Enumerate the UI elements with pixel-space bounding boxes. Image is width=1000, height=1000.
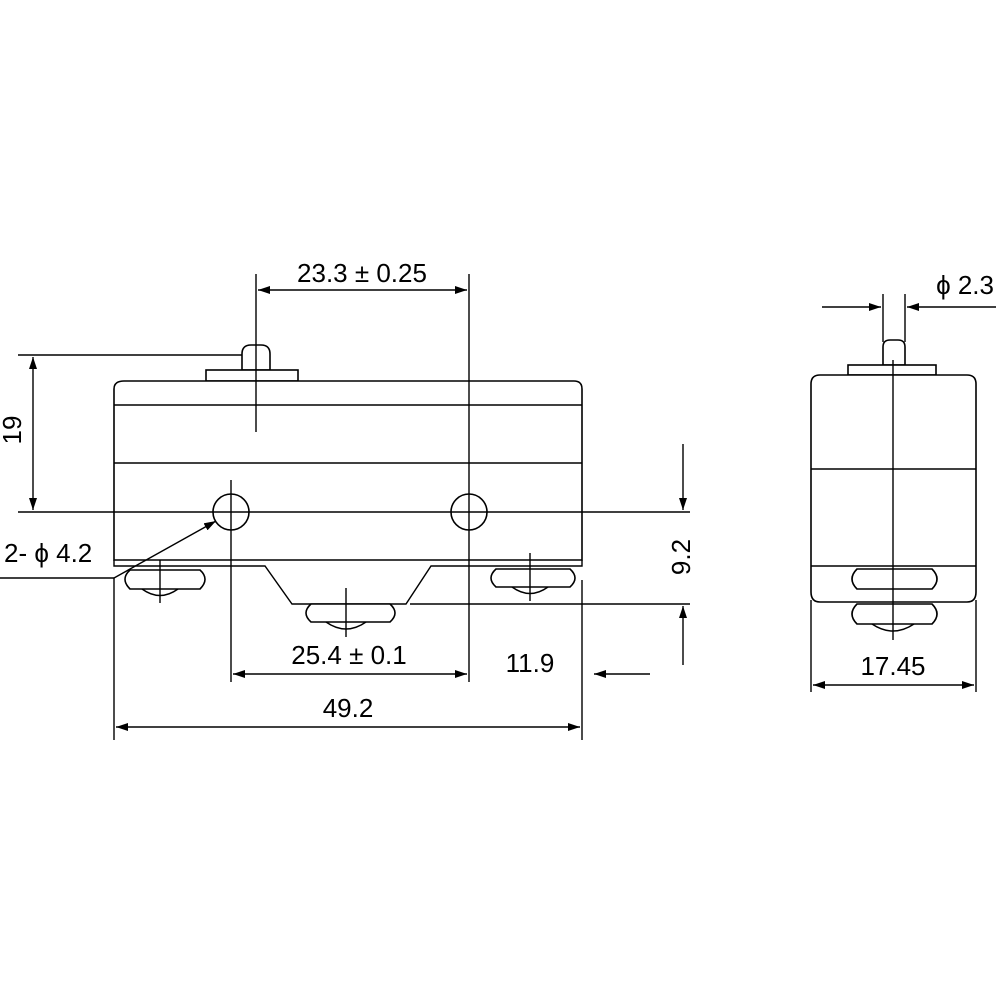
dimension-overall-length: 49.2 xyxy=(116,693,580,731)
dimension-mounting-holes: 2- ϕ 4.2 xyxy=(0,520,217,579)
front-terminal-middle xyxy=(305,588,396,637)
dimension-plunger-diameter: ϕ 2.3 xyxy=(822,270,996,311)
side-plunger xyxy=(882,339,906,366)
side-terminal-upper xyxy=(851,568,938,590)
dimension-height: 19 xyxy=(0,357,37,510)
side-view xyxy=(810,294,977,692)
front-terminal-right xyxy=(490,553,576,601)
dim-label-plunger-diameter: ϕ 2.3 xyxy=(936,270,994,300)
front-plunger-base xyxy=(205,369,299,382)
side-terminal-lower xyxy=(851,603,938,625)
dim-label-body-width: 17.45 xyxy=(860,651,925,681)
dimension-terminal-offset: 11.9 xyxy=(506,648,650,678)
dimension-vertical-offset: 9.2 xyxy=(666,444,696,665)
dimension-body-width: 17.45 xyxy=(813,651,974,689)
dim-label-mounting-holes: 2- ϕ 4.2 xyxy=(4,538,92,568)
dim-label-height: 19 xyxy=(0,416,27,445)
dim-label-vertical-offset: 9.2 xyxy=(666,539,696,575)
front-terminal-left xyxy=(124,560,206,603)
dim-label-actuator-offset: 23.3 ± 0.25 xyxy=(297,258,427,288)
dim-label-hole-pitch: 25.4 ± 0.1 xyxy=(291,640,406,670)
side-plunger-base xyxy=(847,364,937,376)
dimension-actuator-offset: 23.3 ± 0.25 xyxy=(258,258,467,294)
dim-label-overall-length: 49.2 xyxy=(323,693,374,723)
front-view xyxy=(18,274,690,740)
dimension-hole-pitch: 25.4 ± 0.1 xyxy=(233,640,467,678)
front-body-outline xyxy=(113,380,583,561)
dim-label-terminal-offset: 11.9 xyxy=(506,648,555,678)
